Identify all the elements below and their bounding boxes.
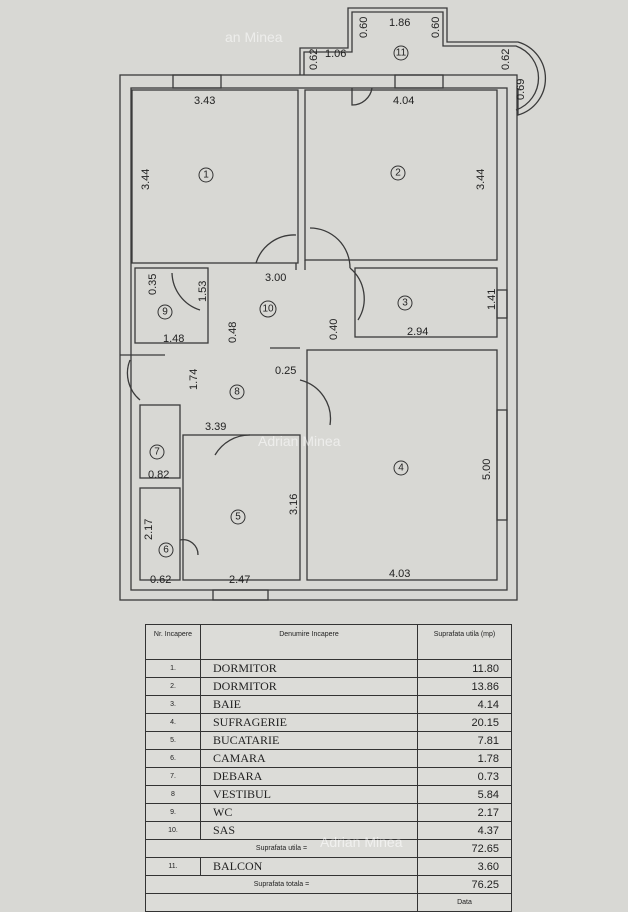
svg-text:1.06: 1.06 [325,48,346,60]
svg-text:1.74: 1.74 [188,369,200,390]
svg-text:1.48: 1.48 [163,333,184,345]
room-number-9: 9 [157,304,173,320]
svg-text:4.04: 4.04 [393,95,414,107]
svg-text:3.43: 3.43 [194,95,215,107]
svg-text:4: 4 [398,463,404,474]
svg-text:9: 9 [162,307,168,318]
room-number-8: 8 [229,384,245,400]
svg-text:0.82: 0.82 [148,469,169,481]
svg-text:0.60: 0.60 [430,17,442,38]
dimensions: 3.43 3.44 4.04 3.44 3.00 2.94 1.41 0.40 … [140,17,527,586]
svg-text:3.44: 3.44 [140,169,152,190]
svg-text:0.62: 0.62 [500,49,512,70]
svg-text:8: 8 [234,387,240,398]
svg-text:2: 2 [395,168,401,179]
svg-text:6: 6 [163,545,169,556]
walls [119,7,547,601]
svg-text:1.41: 1.41 [486,289,498,310]
svg-text:5: 5 [235,512,241,523]
room-number-11: 11 [393,45,409,61]
svg-text:4.03: 4.03 [389,568,410,580]
watermark-middle: Adrian Minea [258,433,341,449]
svg-text:10: 10 [262,304,274,315]
svg-text:3.16: 3.16 [288,494,300,515]
room-numbers: 1 2 3 4 5 6 7 8 9 10 11 [149,45,413,558]
room-number-1: 1 [198,167,214,183]
room-number-6: 6 [158,542,174,558]
svg-text:2.47: 2.47 [229,574,250,586]
svg-text:7: 7 [154,447,160,458]
svg-text:1: 1 [203,170,209,181]
watermark-top: an Minea [225,29,283,45]
svg-text:0.40: 0.40 [328,319,340,340]
header-name: Denumire Incapere [200,624,418,660]
svg-text:0.35: 0.35 [147,274,159,295]
svg-text:0.69: 0.69 [515,79,527,100]
svg-text:5.00: 5.00 [481,459,493,480]
table-header: Nr. Incapere Denumire Incapere Suprafata… [145,624,512,660]
room-number-4: 4 [393,460,409,476]
svg-text:1.86: 1.86 [389,17,410,29]
svg-text:3.39: 3.39 [205,421,226,433]
svg-text:0.48: 0.48 [227,322,239,343]
room-number-5: 5 [230,509,246,525]
total-row: Suprafata totala =76.25 [145,875,512,894]
svg-text:3: 3 [402,298,408,309]
header-area: Suprafata utila (mp) [417,624,512,660]
svg-text:11: 11 [396,48,407,59]
footer-row: Data [145,893,512,912]
svg-text:1.53: 1.53 [197,281,209,302]
svg-text:0.25: 0.25 [275,365,296,377]
svg-text:0.62: 0.62 [150,574,171,586]
watermark-bottom: Adrian Minea [320,834,403,850]
svg-text:3.00: 3.00 [265,272,286,284]
svg-text:2.94: 2.94 [407,326,428,338]
svg-text:0.60: 0.60 [358,17,370,38]
room-number-7: 7 [149,444,165,460]
room-number-10: 10 [259,300,277,318]
floor-plan: 1 2 3 4 5 6 7 8 9 10 11 3.43 3.44 4.04 3… [119,7,547,601]
svg-text:0.62: 0.62 [308,49,320,70]
room-number-3: 3 [397,295,413,311]
header-nr: Nr. Incapere [145,624,201,660]
svg-text:3.44: 3.44 [475,169,487,190]
room-area-table: Nr. Incapere Denumire Incapere Suprafata… [145,624,512,912]
svg-text:2.17: 2.17 [143,519,155,540]
room-number-2: 2 [390,165,406,181]
